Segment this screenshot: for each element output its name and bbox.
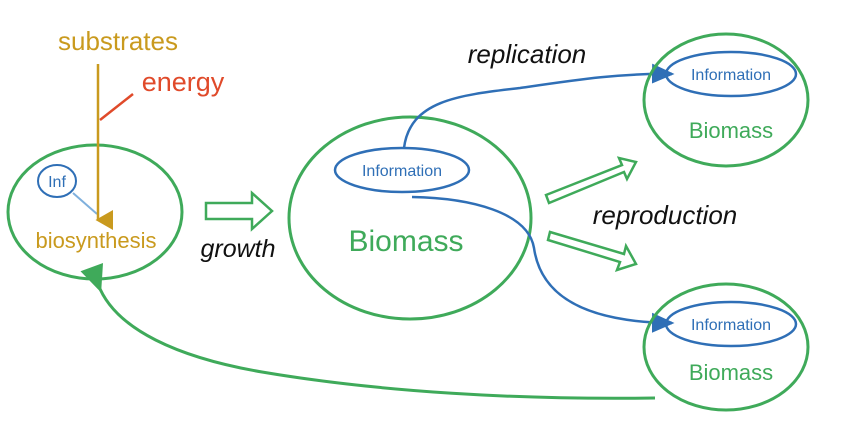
growth-arrow xyxy=(204,190,274,232)
reproduction-label: reproduction xyxy=(593,200,738,230)
substrates-label: substrates xyxy=(58,26,178,56)
bottom-right-information-ellipse xyxy=(664,300,798,348)
center-biomass-label: Biomass xyxy=(348,225,463,258)
energy-label: energy xyxy=(142,67,225,97)
replication-arrow xyxy=(402,63,675,149)
bottom-right-biomass-label: Biomass xyxy=(689,360,773,385)
bottom-right-cell xyxy=(642,282,810,412)
reproduction-arrow-lower xyxy=(546,230,638,272)
top-right-information-label: Information xyxy=(691,67,771,84)
center-cell xyxy=(287,115,533,321)
inf-connector xyxy=(72,192,98,215)
replication-label: replication xyxy=(468,39,587,69)
reproduction-curve xyxy=(411,195,675,333)
bottom-right-information-label: Information xyxy=(691,317,771,334)
reproduction-arrow-upper xyxy=(544,156,638,205)
energy-line xyxy=(99,93,134,121)
growth-label: growth xyxy=(200,235,275,263)
feedback-arrow xyxy=(80,262,656,400)
center-information-label: Information xyxy=(362,163,442,180)
top-right-information-ellipse xyxy=(664,50,798,98)
biosynthesis-label: biosynthesis xyxy=(35,228,156,253)
top-right-cell xyxy=(642,32,810,168)
center-information-ellipse xyxy=(333,146,471,194)
top-right-biomass-label: Biomass xyxy=(689,118,773,143)
inf-ellipse xyxy=(37,164,77,198)
inf-label: Inf xyxy=(48,174,66,191)
